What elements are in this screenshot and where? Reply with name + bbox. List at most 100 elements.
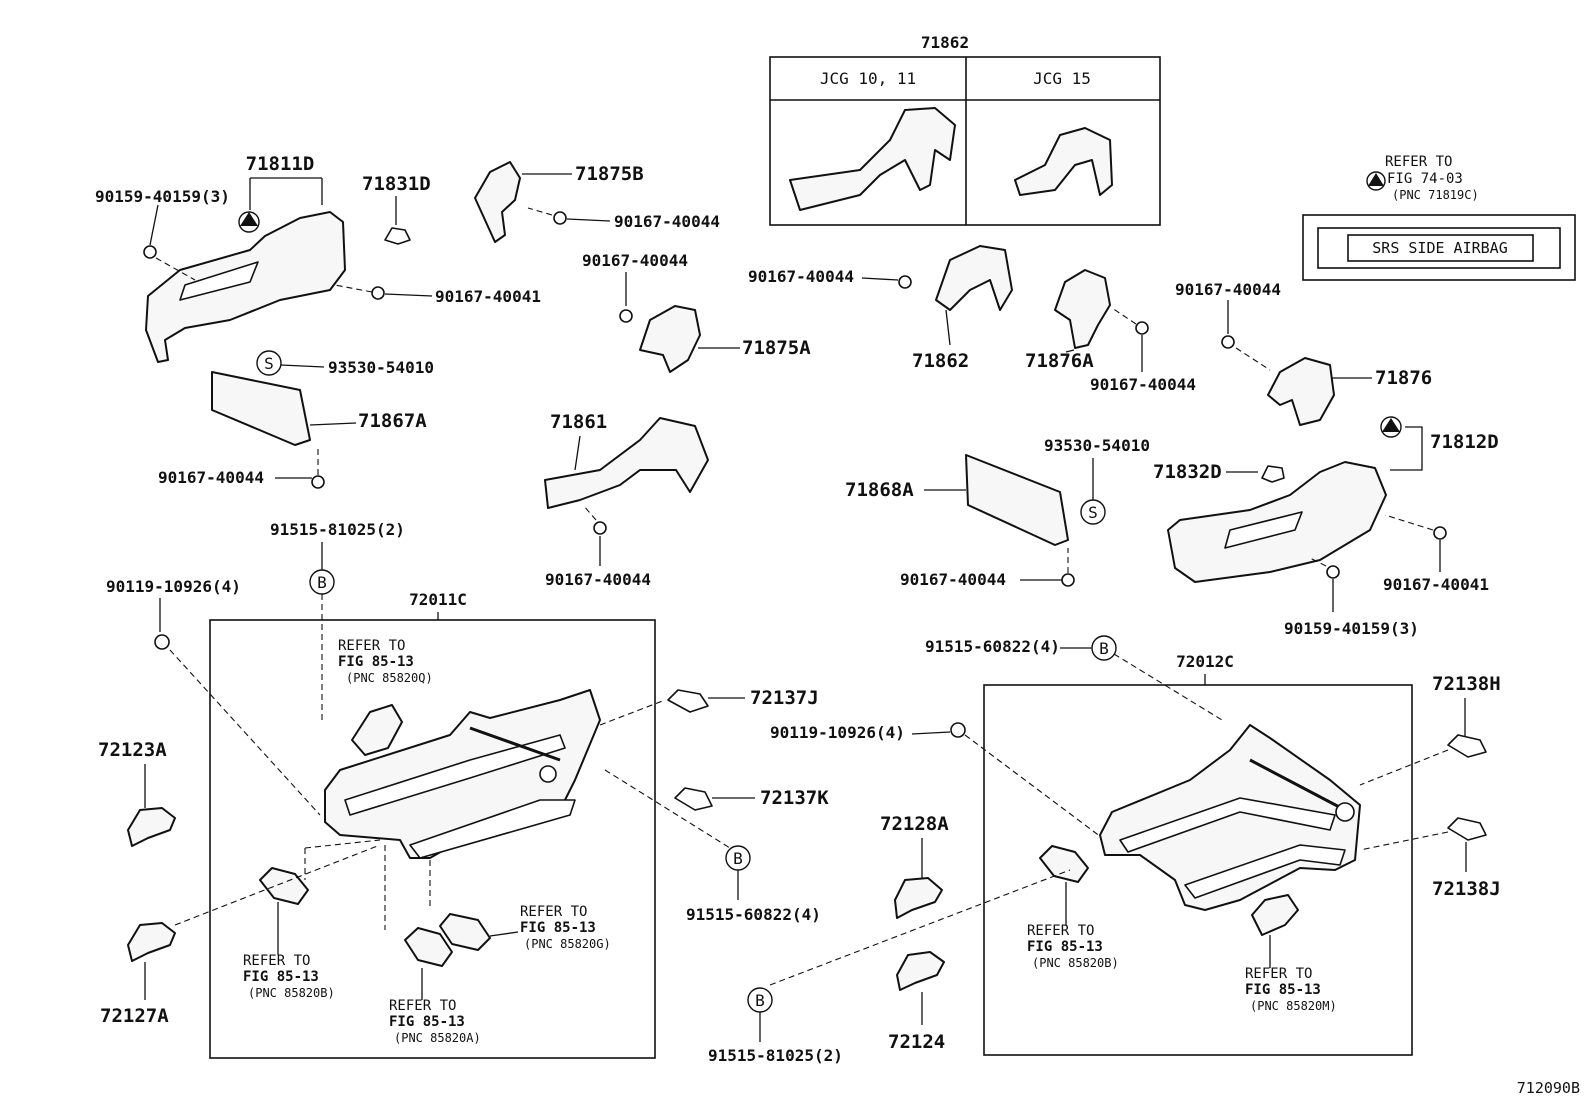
clip-71832d[interactable] xyxy=(1261,465,1285,483)
bracket-71861[interactable] xyxy=(544,417,709,509)
label-72138j[interactable]: 72138J xyxy=(1432,878,1501,900)
clip-72137j[interactable] xyxy=(667,689,709,713)
label-71831d[interactable]: 71831D xyxy=(362,173,431,195)
screw-90167-40044-c[interactable] xyxy=(311,475,325,489)
label-90167-40044-d[interactable]: 90167-40044 xyxy=(545,570,651,589)
label-90167-40044-h[interactable]: 90167-40044 xyxy=(900,570,1006,589)
label-72011c[interactable]: 72011C xyxy=(409,590,467,609)
label-71862-top[interactable]: 71862 xyxy=(921,33,969,52)
label-90159-40159-b[interactable]: 90159-40159(3) xyxy=(1284,619,1419,638)
refer-b-right-fig[interactable]: FIG 85-13 xyxy=(1027,939,1103,955)
label-72138h[interactable]: 72138H xyxy=(1432,673,1501,695)
clip-71831d[interactable] xyxy=(384,227,411,245)
bracket-71862-mid[interactable] xyxy=(935,245,1013,311)
screw-90167-40044-g[interactable] xyxy=(1221,335,1235,349)
label-72128a[interactable]: 72128A xyxy=(880,813,949,835)
bolt-90119-b[interactable] xyxy=(950,722,966,738)
cover-72124[interactable] xyxy=(896,951,945,991)
refer-b-left-fig[interactable]: FIG 85-13 xyxy=(243,969,319,985)
bracket-71876a[interactable] xyxy=(1054,269,1111,349)
label-72012c[interactable]: 72012C xyxy=(1176,652,1234,671)
dash-90167-40044-g xyxy=(1235,347,1271,371)
label-71875b[interactable]: 71875B xyxy=(575,163,644,185)
label-90167-40044-f[interactable]: 90167-40044 xyxy=(1090,375,1196,394)
label-72123a[interactable]: 72123A xyxy=(98,739,167,761)
motor-85820b-right[interactable] xyxy=(1039,845,1089,883)
motor-85820a[interactable] xyxy=(404,927,453,967)
adjuster-rail-b xyxy=(409,799,576,859)
label-71862-mid[interactable]: 71862 xyxy=(912,350,969,372)
label-90167-40044-b[interactable]: 90167-40044 xyxy=(582,251,688,270)
shield-71868a[interactable] xyxy=(965,454,1069,546)
screw-90167-40044-f[interactable] xyxy=(1135,321,1149,335)
screw-90167-40044-h[interactable] xyxy=(1061,573,1075,587)
screw-90159-a[interactable] xyxy=(143,245,157,259)
airbag-note: REFER TO FIG 74-03 (PNC 71819C) SRS SIDE… xyxy=(1302,154,1576,281)
screw-90167-40044-a[interactable] xyxy=(553,211,567,225)
dash-72127a xyxy=(174,844,381,926)
label-90167-40044-g[interactable]: 90167-40044 xyxy=(1175,280,1281,299)
bracket-71875a[interactable] xyxy=(639,305,701,373)
label-71868a[interactable]: 71868A xyxy=(845,479,914,501)
label-71876a[interactable]: 71876A xyxy=(1025,350,1094,372)
label-91515-81025-b[interactable]: 91515-81025(2) xyxy=(708,1046,843,1065)
motor-85820q[interactable] xyxy=(351,704,403,756)
motor-85820m[interactable] xyxy=(1251,894,1299,936)
label-71812d[interactable]: 71812D xyxy=(1430,431,1499,453)
clip-72138j[interactable] xyxy=(1447,817,1487,841)
label-93530-b[interactable]: 93530-54010 xyxy=(1044,436,1150,455)
label-90167-40044-e[interactable]: 90167-40044 xyxy=(748,267,854,286)
label-71867a[interactable]: 71867A xyxy=(358,410,427,432)
label-71861[interactable]: 71861 xyxy=(550,411,607,433)
refer-fig-74-03[interactable]: FIG 74-03 xyxy=(1387,171,1463,187)
label-91515-81025-a[interactable]: 91515-81025(2) xyxy=(270,520,405,539)
refer-g-fig[interactable]: FIG 85-13 xyxy=(520,920,596,936)
label-90119-b[interactable]: 90119-10926(4) xyxy=(770,723,905,742)
label-90119-a[interactable]: 90119-10926(4) xyxy=(106,577,241,596)
label-71832d[interactable]: 71832D xyxy=(1153,461,1222,483)
cover-72123a[interactable] xyxy=(127,807,176,847)
clip-72137k[interactable] xyxy=(674,787,713,811)
motor-85820b-left[interactable] xyxy=(259,867,309,905)
label-90159-40159-a[interactable]: 90159-40159(3) xyxy=(95,187,230,206)
label-90167-40041-b[interactable]: 90167-40041 xyxy=(1383,575,1489,594)
label-90167-40044-c[interactable]: 90167-40044 xyxy=(158,468,264,487)
label-91515-60822-b[interactable]: 91515-60822(4) xyxy=(925,637,1060,656)
bracket-71875b[interactable] xyxy=(474,161,521,243)
cover-72127a[interactable] xyxy=(127,922,176,962)
motor-85820g[interactable] xyxy=(439,913,491,951)
refer-a-fig[interactable]: FIG 85-13 xyxy=(389,1014,465,1030)
label-72127a[interactable]: 72127A xyxy=(100,1005,169,1027)
screw-90167-40044-b[interactable] xyxy=(619,309,633,323)
screw-90167-40041-a[interactable] xyxy=(371,286,385,300)
airbag-label-tag[interactable] xyxy=(1347,234,1534,262)
label-71875a[interactable]: 71875A xyxy=(742,337,811,359)
refer-q-fig[interactable]: FIG 85-13 xyxy=(338,654,414,670)
label-93530-a[interactable]: 93530-54010 xyxy=(328,358,434,377)
label-71811d[interactable]: 71811D xyxy=(246,153,315,175)
bracket-jcg15[interactable] xyxy=(1014,127,1113,196)
clip-72138h[interactable] xyxy=(1447,734,1487,758)
seat-adjuster-72012c[interactable] xyxy=(1099,724,1361,911)
bolt-90119-a[interactable] xyxy=(154,634,170,650)
screw-90167-40041-b[interactable] xyxy=(1433,526,1447,540)
screw-90159-b[interactable] xyxy=(1326,565,1340,579)
refer-m-fig[interactable]: FIG 85-13 xyxy=(1245,982,1321,998)
screw-90167-40044-e[interactable] xyxy=(898,275,912,289)
shield-71867a[interactable] xyxy=(211,371,311,446)
label-91515-60822-a[interactable]: 91515-60822(4) xyxy=(686,905,821,924)
dash-90167-40041-a xyxy=(334,284,373,293)
label-72124[interactable]: 72124 xyxy=(888,1031,945,1053)
seat-side-cover-left[interactable] xyxy=(145,211,346,363)
bracket-jcg1011[interactable] xyxy=(789,107,956,211)
screw-90167-40044-d[interactable] xyxy=(593,521,607,535)
label-72137k[interactable]: 72137K xyxy=(760,787,829,809)
label-72137j[interactable]: 72137J xyxy=(750,687,819,709)
label-90167-40041-a[interactable]: 90167-40041 xyxy=(435,287,541,306)
bracket-71876[interactable] xyxy=(1267,357,1335,426)
label-90167-40044-a[interactable]: 90167-40044 xyxy=(614,212,720,231)
label-71876[interactable]: 71876 xyxy=(1375,367,1432,389)
adjuster-torsion-bar xyxy=(469,726,561,762)
cover-72128a[interactable] xyxy=(894,877,943,919)
